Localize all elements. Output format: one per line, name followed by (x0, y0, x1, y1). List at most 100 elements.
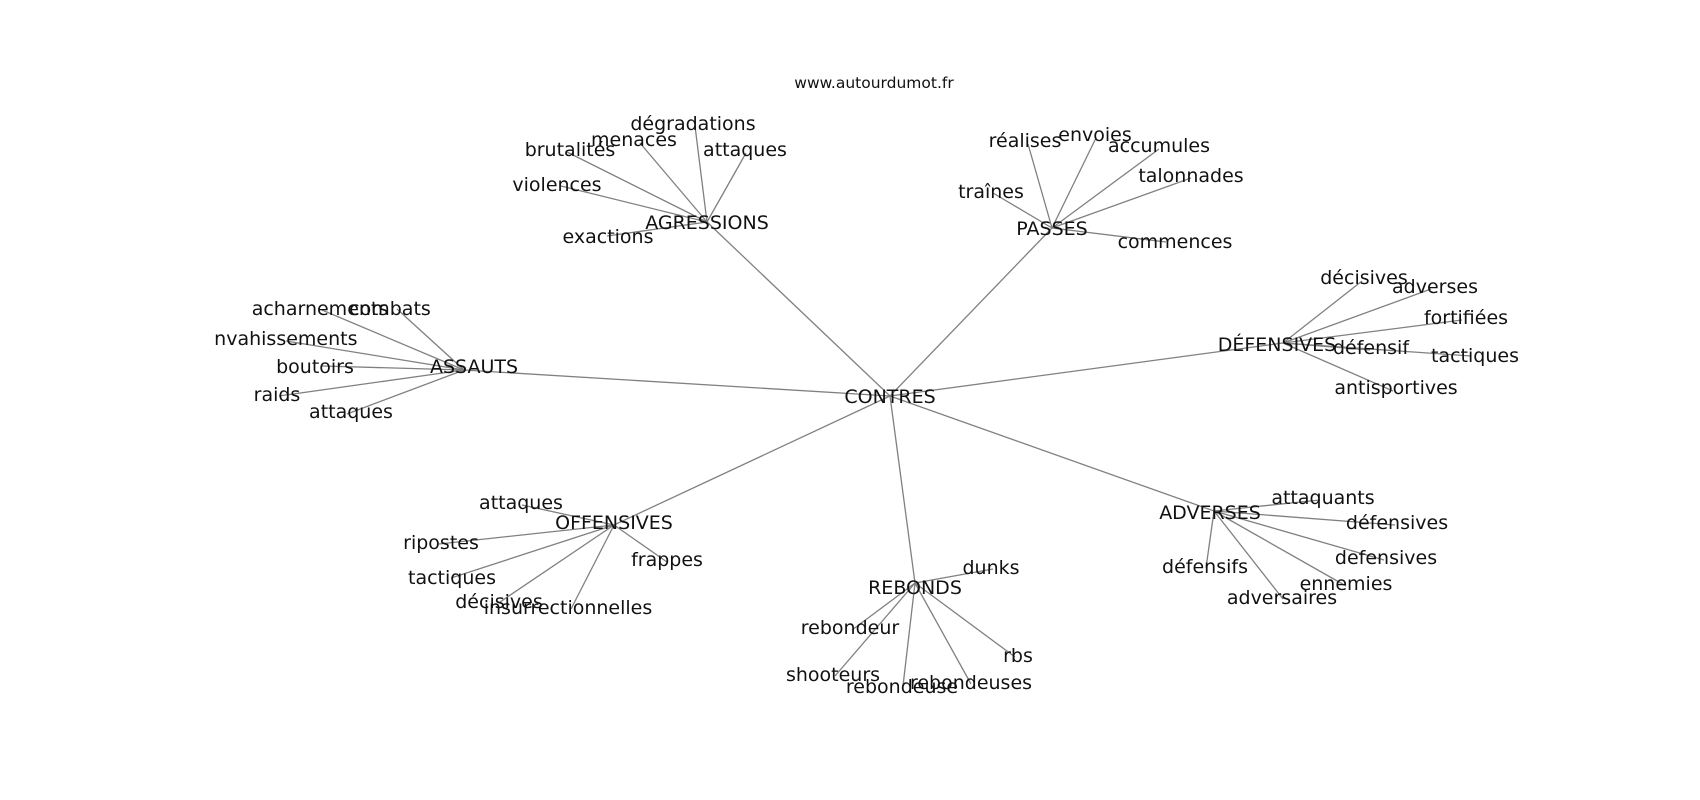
node-label-off-decisives[interactable]: décisives (455, 591, 543, 613)
edge-contres-passes (889, 227, 1053, 397)
node-label-off-attaques[interactable]: attaques (479, 492, 563, 514)
edge-passes-pas_realises (1027, 143, 1053, 229)
edge-assauts-ass_acharnements (321, 309, 465, 371)
edge-offensives-off_decisives (499, 524, 615, 603)
edge-offensives-off_ripostes (438, 524, 615, 545)
node-label-reb-shooteurs[interactable]: shooteurs (786, 664, 880, 686)
node-label-assauts[interactable]: ASSAUTS (430, 356, 518, 378)
edge-agressions-agr_exactions (606, 221, 708, 237)
node-label-ass-boutoirs[interactable]: boutoirs (276, 356, 354, 378)
node-label-reb-rebondeuses[interactable]: rebondeuses (910, 672, 1032, 694)
edge-rebonds-reb_rebondeuses (914, 582, 972, 685)
edge-passes-pas_talonnades (1051, 177, 1192, 229)
edge-adverses_hub-adv_defensifs (1205, 510, 1215, 569)
edge-offensives-off_frappes (613, 524, 668, 563)
edge-offensives-off_tactiques (450, 524, 615, 579)
node-label-rebonds[interactable]: REBONDS (868, 577, 962, 599)
node-label-pas-realises[interactable]: réalises (989, 130, 1062, 152)
edge-defensives_hub-def_fortifiees (1282, 319, 1463, 344)
edge-agressions-agr_brutalites (566, 151, 708, 223)
edge-contres-offensives (613, 395, 891, 526)
node-label-adv-ennemies[interactable]: ennemies (1300, 573, 1393, 595)
node-label-ass-envahissements[interactable]: envahissements (202, 328, 357, 350)
node-label-pas-commences[interactable]: commences (1118, 231, 1233, 253)
edge-rebonds-reb_dunks (914, 568, 994, 584)
node-label-agr-exactions[interactable]: exactions (563, 226, 654, 248)
edge-rebonds-reb_rebondeur (851, 582, 916, 631)
node-label-off-frappes[interactable]: frappes (631, 549, 703, 571)
node-label-def-defensif[interactable]: défensif (1333, 337, 1410, 359)
edge-passes-pas_accumules (1051, 148, 1160, 229)
edge-agressions-agr_menaces (639, 142, 708, 223)
edge-offensives-off_attaques (521, 504, 615, 526)
edge-assauts-ass_combats (396, 308, 465, 371)
node-label-defensives-hub[interactable]: DÉFENSIVES (1218, 333, 1337, 356)
node-label-pas-talonnades[interactable]: talonnades (1138, 165, 1243, 187)
edge-assauts-ass_envahissements (285, 340, 465, 371)
node-label-reb-dunks[interactable]: dunks (962, 557, 1019, 579)
edge-passes-pas_envoies (1051, 137, 1097, 229)
labels-layer: CONTRES AGRESSIONS PASSES ASSAUTS DÉFENSIVES… (202, 113, 1518, 698)
left-crop-mask (0, 0, 214, 800)
node-label-passes[interactable]: PASSES (1016, 218, 1087, 240)
node-label-agr-brutalites[interactable]: brutalités (525, 139, 616, 161)
edge-rebonds-reb_rebondeuse (902, 582, 916, 687)
node-label-agr-violences[interactable]: violences (512, 174, 601, 196)
node-label-off-ripostes[interactable]: ripostes (403, 532, 479, 554)
edge-defensives_hub-def_tactiques (1282, 342, 1472, 357)
node-label-def-decisives[interactable]: décisives (1320, 267, 1408, 289)
edge-contres-assauts (463, 369, 891, 397)
node-label-adv-defensives[interactable]: defensives (1335, 547, 1437, 569)
node-label-pas-envoies[interactable]: envoies (1058, 124, 1131, 146)
edge-assauts-ass_attaques (346, 369, 465, 415)
node-label-def-adverses[interactable]: adverses (1392, 276, 1478, 298)
edge-assauts-ass_raids (278, 369, 465, 397)
edge-assauts-ass_boutoirs (321, 365, 465, 371)
edge-rebonds-reb_rbs (914, 582, 1016, 658)
node-label-def-fortifiees[interactable]: fortifiées (1424, 307, 1508, 329)
node-label-ass-combats[interactable]: combats (349, 298, 431, 320)
node-label-adverses-hub[interactable]: ADVERSES (1159, 502, 1261, 524)
edge-offensives-off_insurrectionnelles (570, 524, 615, 610)
node-label-reb-rebondeur[interactable]: rebondeur (801, 617, 900, 639)
edge-contres-rebonds (889, 395, 916, 584)
node-label-pas-accumules[interactable]: accumules (1108, 135, 1210, 157)
node-label-adv-defensives-acc[interactable]: défensives (1346, 512, 1448, 534)
node-label-reb-rebondeuse[interactable]: rebondeuse (846, 676, 958, 698)
node-label-agr-degradations[interactable]: dégradations (630, 113, 755, 135)
node-label-agr-attaques[interactable]: attaques (703, 139, 787, 161)
edge-rebonds-reb_shooteurs (834, 582, 916, 677)
source-label: www.autourdumot.fr (794, 74, 954, 92)
node-label-off-insurrectionnelles[interactable]: insurrectionnelles (484, 597, 653, 619)
node-label-pas-traines[interactable]: traînes (958, 181, 1024, 203)
edge-adverses_hub-adv_defensives_acc (1213, 510, 1396, 526)
edge-defensives_hub-def_adverses (1282, 288, 1432, 344)
node-label-def-tactiques[interactable]: tactiques (1431, 345, 1519, 367)
node-label-off-tactiques[interactable]: tactiques (408, 567, 496, 589)
node-label-ass-acharnements[interactable]: acharnements (252, 298, 389, 320)
edge-passes-pas_commences (1051, 227, 1167, 243)
node-label-offensives[interactable]: OFFENSIVES (555, 512, 673, 534)
node-label-ass-raids[interactable]: raids (254, 384, 301, 406)
node-label-adv-attaquants[interactable]: attaquants (1271, 487, 1374, 509)
node-label-reb-rbs[interactable]: rbs (1003, 645, 1033, 667)
edge-agressions-agr_violences (560, 185, 708, 223)
node-label-def-antisportives[interactable]: antisportives (1334, 377, 1457, 399)
node-label-agr-menaces[interactable]: menaces (591, 129, 677, 151)
node-label-agressions[interactable]: AGRESSIONS (645, 212, 769, 234)
edge-contres-defensives_hub (889, 342, 1284, 397)
node-label-contres[interactable]: CONTRES (844, 386, 935, 408)
node-label-adv-adversaires[interactable]: adversaires (1227, 587, 1337, 609)
node-label-adv-defensifs[interactable]: défensifs (1162, 556, 1248, 578)
node-label-ass-attaques[interactable]: attaques (309, 401, 393, 423)
edge-adverses_hub-adv_ennemies (1213, 510, 1347, 587)
edge-passes-pas_traines (992, 192, 1053, 229)
edge-contres-adverses_hub (889, 395, 1215, 512)
edge-adverses_hub-adv_adversaires (1213, 510, 1284, 600)
edge-agressions-agr_attaques (706, 152, 747, 223)
edge-contres-agressions (706, 221, 891, 397)
edge-defensives_hub-def_decisives (1282, 280, 1363, 344)
edge-adverses_hub-adv_attaquants (1213, 499, 1321, 512)
edge-defensives_hub-def_antisportives (1282, 342, 1394, 392)
